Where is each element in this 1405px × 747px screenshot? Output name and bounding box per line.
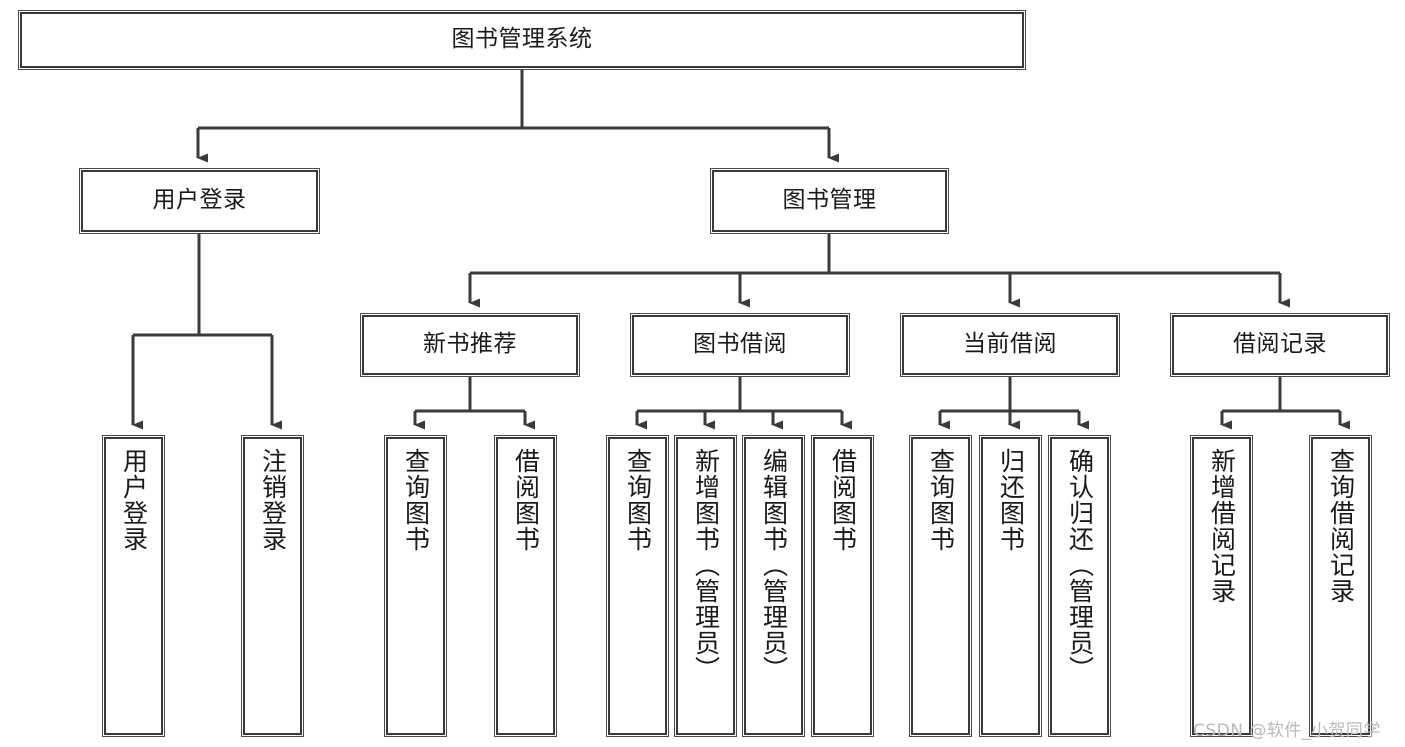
node-label: 图书借阅 — [693, 331, 787, 358]
node-leaf-add-book-admin[interactable]: 新增图书（管理员） — [676, 437, 735, 735]
node-label: 借阅图书 — [511, 448, 541, 552]
node-current-borrowing[interactable]: 当前借阅 — [902, 315, 1118, 375]
node-leaf-edit-book-admin[interactable]: 编辑图书（管理员） — [744, 437, 803, 735]
node-label: 新增借阅记录 — [1207, 448, 1237, 604]
node-label: 借阅图书 — [828, 448, 858, 552]
node-leaf-query-borrow-record[interactable]: 查询借阅记录 — [1311, 437, 1370, 735]
node-leaf-query-books-current[interactable]: 查询图书 — [911, 437, 970, 735]
node-label: 当前借阅 — [963, 331, 1057, 358]
node-label: 查询图书 — [401, 448, 431, 552]
node-leaf-add-borrow-record[interactable]: 新增借阅记录 — [1192, 437, 1251, 735]
node-book-management[interactable]: 图书管理 — [712, 170, 947, 232]
node-label: 新增图书（管理员） — [691, 448, 721, 682]
node-leaf-confirm-return-admin[interactable]: 确认归还（管理员） — [1050, 437, 1109, 735]
node-label: 新书推荐 — [423, 331, 517, 358]
node-leaf-query-books-new[interactable]: 查询图书 — [386, 437, 445, 735]
node-leaf-return-books[interactable]: 归还图书 — [981, 437, 1040, 735]
node-label: 借阅记录 — [1233, 331, 1327, 358]
node-label: 图书管理 — [782, 187, 877, 214]
node-root-book-management-system[interactable]: 图书管理系统 — [20, 12, 1024, 68]
node-leaf-user-login[interactable]: 用户登录 — [104, 437, 163, 735]
node-label: 编辑图书（管理员） — [759, 448, 789, 682]
node-label: 查询图书 — [623, 448, 653, 552]
node-borrowing-record[interactable]: 借阅记录 — [1172, 315, 1388, 375]
node-new-book-recommendation[interactable]: 新书推荐 — [362, 315, 578, 375]
node-label: 用户登录 — [152, 187, 247, 214]
node-leaf-query-books-borrow[interactable]: 查询图书 — [608, 437, 667, 735]
node-user-login[interactable]: 用户登录 — [81, 170, 318, 232]
node-label: 用户登录 — [119, 448, 149, 552]
node-label: 查询图书 — [926, 448, 956, 552]
node-leaf-logout[interactable]: 注销登录 — [243, 437, 302, 735]
node-label: 归还图书 — [996, 448, 1026, 552]
node-book-borrowing[interactable]: 图书借阅 — [632, 315, 848, 375]
node-label: 注销登录 — [258, 448, 288, 552]
node-label: 图书管理系统 — [451, 26, 593, 53]
node-leaf-borrow-books-new[interactable]: 借阅图书 — [496, 437, 555, 735]
node-label: 查询借阅记录 — [1326, 448, 1356, 604]
node-label: 确认归还（管理员） — [1065, 448, 1095, 682]
node-leaf-borrow-books[interactable]: 借阅图书 — [813, 437, 872, 735]
